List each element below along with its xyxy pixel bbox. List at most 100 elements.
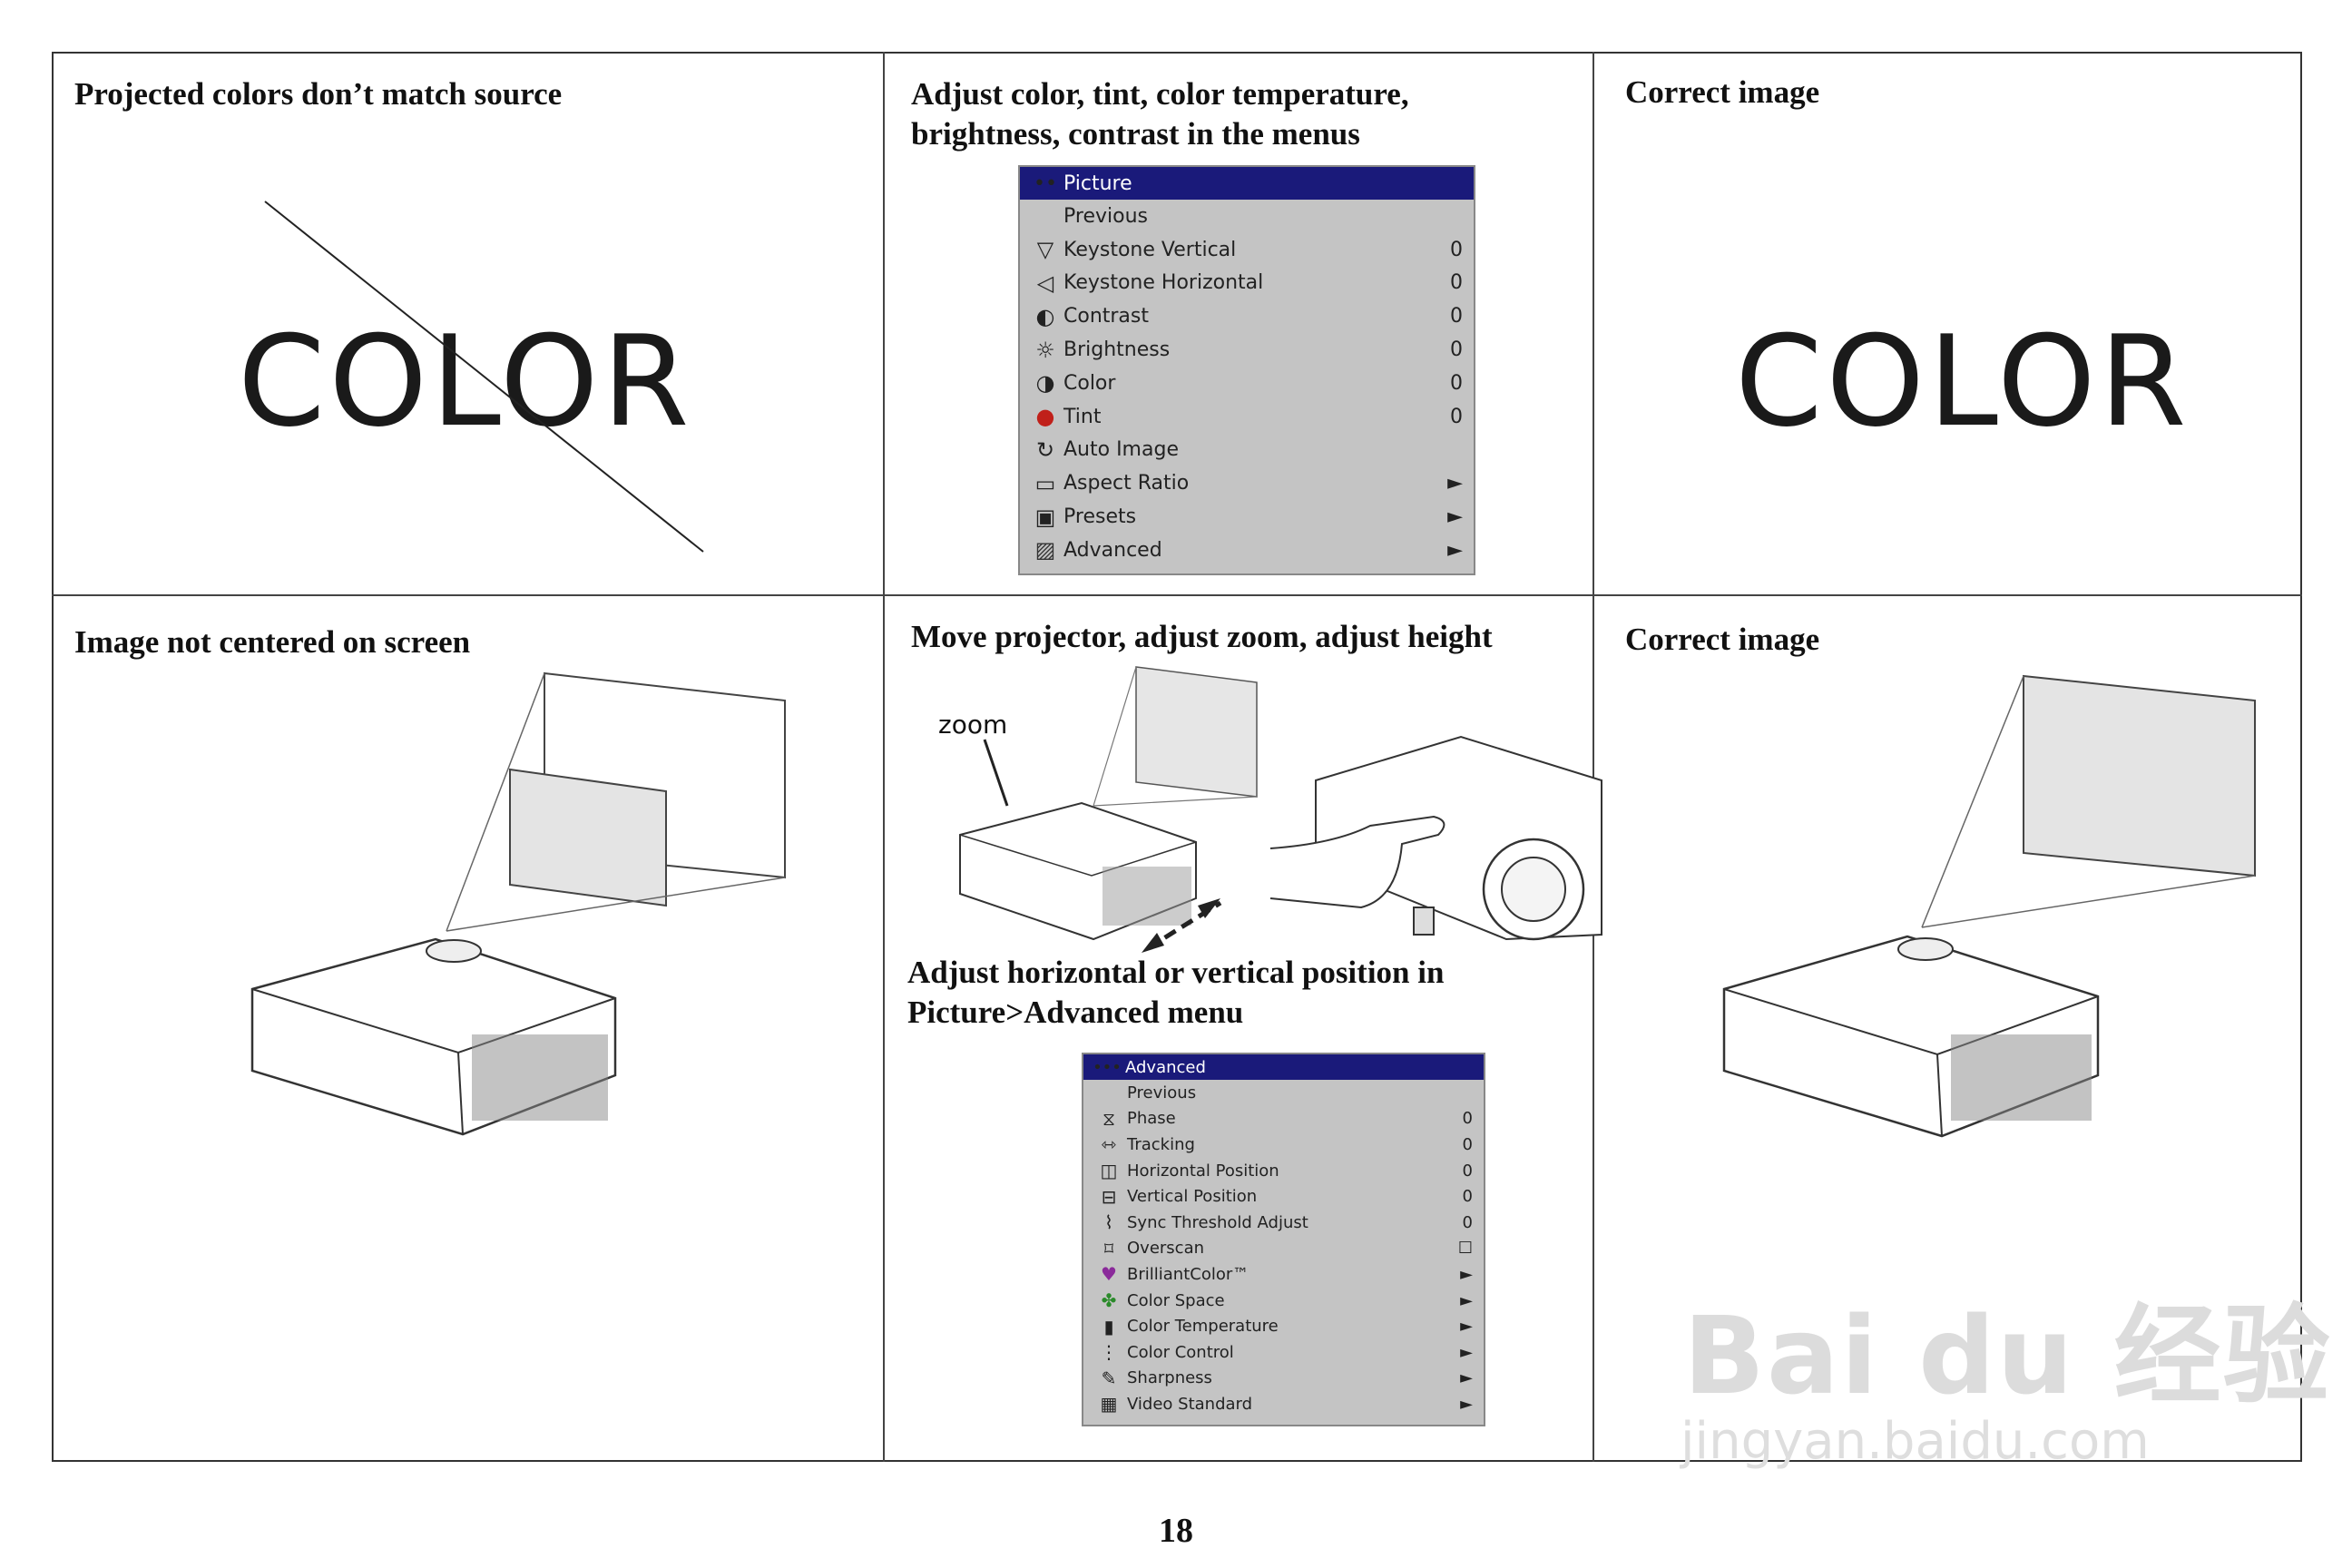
advanced-menu-item[interactable]: ▦Video Standard►: [1083, 1391, 1484, 1417]
advanced-menu-item-value: ►: [1460, 1342, 1473, 1362]
picture-menu-title: Picture: [1063, 172, 1132, 195]
advanced-menu-item[interactable]: Previous: [1083, 1080, 1484, 1106]
brilliantcolor-icon: ♥: [1101, 1263, 1117, 1286]
picture-menu-item-value: 0: [1450, 271, 1463, 295]
advanced-icon: ▨: [1034, 537, 1056, 564]
picture-menu-item-label: Color: [1063, 371, 1116, 395]
picture-menu-item-label: Brightness: [1063, 338, 1171, 362]
advanced-menu-item-label: Color Control: [1127, 1342, 1234, 1362]
color-space-icon: ✤: [1101, 1289, 1117, 1312]
vertical-position-icon: ⊟: [1101, 1185, 1117, 1208]
aspect-ratio-icon: ▭: [1034, 470, 1056, 496]
projector-icon: [1722, 935, 2100, 1138]
advanced-menu-item-label: Tracking: [1127, 1134, 1195, 1154]
watermark-brand: Bai du 经验: [1683, 1293, 2332, 1418]
advanced-menu-item[interactable]: ▮Color Temperature►: [1083, 1313, 1484, 1339]
advanced-menu-item-value: 0: [1462, 1187, 1473, 1207]
projector-icon: [959, 801, 1197, 941]
advanced-menu-item[interactable]: ⊟ Vertical Position 0: [1083, 1183, 1484, 1210]
sync-threshold-icon: ⌇: [1104, 1211, 1113, 1234]
phase-icon: ⧖: [1102, 1107, 1116, 1130]
heading-correct-image-1: Correct image: [1625, 74, 1820, 110]
advanced-menu-item-value: ►: [1460, 1290, 1473, 1310]
picture-menu-item[interactable]: ▽ Keystone Vertical 0: [1020, 233, 1474, 267]
advanced-menu-item-label: Video Standard: [1127, 1394, 1253, 1414]
advanced-menu-item-label: Color Space: [1127, 1290, 1225, 1310]
color-sample-wrong: COLOR: [238, 309, 693, 455]
heading-move-projector: Move projector, adjust zoom, adjust heig…: [911, 619, 1493, 654]
projector-icon: [250, 937, 617, 1136]
keystone-horizontal-icon: ◁: [1036, 270, 1054, 296]
picture-menu-item-label: Keystone Vertical: [1063, 238, 1237, 261]
advanced-menu-item-label: Overscan: [1127, 1239, 1205, 1259]
advanced-menu-item[interactable]: ⋮ Color Control ►: [1083, 1339, 1484, 1366]
advanced-menu-header[interactable]: ••• Advanced: [1083, 1054, 1484, 1080]
picture-menu-item-value: ►: [1447, 505, 1463, 529]
picture-menu-item[interactable]: ▭Aspect Ratio►: [1020, 466, 1474, 500]
advanced-menu-item-value: 0: [1462, 1161, 1473, 1181]
advanced-menu-item-value: ►: [1460, 1368, 1473, 1388]
picture-menu-item-label: Auto Image: [1063, 438, 1179, 462]
contrast-icon: ◐: [1035, 303, 1055, 329]
picture-menu-item-label: Advanced: [1063, 538, 1162, 562]
picture-menu-item-label: Keystone Horizontal: [1063, 271, 1264, 295]
keystone-vertical-icon: ▽: [1036, 237, 1054, 263]
color-temperature-icon: ▮: [1103, 1315, 1114, 1338]
picture-menu-item-value: 0: [1450, 338, 1463, 362]
table-frame: [52, 52, 2302, 1462]
advanced-menu-item-label: Vertical Position: [1127, 1187, 1258, 1207]
row-divider: [52, 594, 2302, 596]
advanced-menu-item-value: 0: [1462, 1212, 1473, 1232]
zoom-label: zoom: [938, 710, 1008, 740]
picture-menu-item-label: Previous: [1063, 204, 1148, 228]
advanced-menu-item[interactable]: ✎ Sharpness ►: [1083, 1366, 1484, 1392]
picture-menu-item[interactable]: Previous: [1020, 200, 1474, 233]
column-divider-1: [883, 52, 885, 1462]
color-icon: ◑: [1035, 370, 1055, 397]
advanced-menu-item[interactable]: ♥ BrilliantColor™ ►: [1083, 1261, 1484, 1288]
advanced-menu-item-label: Horizontal Position: [1127, 1161, 1279, 1181]
advanced-menu-item-value: ☐: [1457, 1239, 1473, 1259]
sharpness-icon: ✎: [1101, 1367, 1117, 1389]
overscan-icon: ⌑: [1103, 1237, 1114, 1259]
heading-correct-image-2: Correct image: [1625, 622, 1820, 657]
color-control-icon: ⋮: [1100, 1341, 1118, 1364]
advanced-menu-item[interactable]: ⌑ Overscan ☐: [1083, 1236, 1484, 1262]
dots-icon: ••: [1034, 172, 1057, 195]
advanced-menu-item-value: ►: [1460, 1264, 1473, 1284]
heading-colors-mismatch: Projected colors don’t match source: [74, 76, 563, 112]
picture-menu-item[interactable]: ▨Advanced►: [1020, 534, 1474, 567]
picture-menu-item-value: 0: [1450, 405, 1463, 428]
advanced-menu-item-label: Sharpness: [1127, 1368, 1212, 1388]
presets-icon: ▣: [1034, 504, 1056, 530]
hand-adjusting-projector-icon: [1269, 735, 1602, 941]
advanced-menu-item[interactable]: ✤ Color Space ►: [1083, 1288, 1484, 1314]
advanced-menu-title: Advanced: [1125, 1057, 1206, 1077]
advanced-menu-item-label: BrilliantColor™: [1127, 1264, 1250, 1284]
picture-menu-header[interactable]: •• Picture: [1020, 167, 1474, 200]
picture-menu-item[interactable]: ▣Presets►: [1020, 500, 1474, 534]
color-sample-correct: COLOR: [1735, 309, 2190, 455]
picture-menu-item[interactable]: ↻Auto Image: [1020, 434, 1474, 467]
picture-menu-item-value: 0: [1450, 238, 1463, 261]
advanced-menu-item-label: Phase: [1127, 1109, 1176, 1129]
picture-menu-item[interactable]: ◁ Keystone Horizontal 0: [1020, 267, 1474, 300]
page-number: 18: [1159, 1512, 1193, 1550]
heading-not-centered: Image not centered on screen: [74, 624, 471, 660]
picture-menu-item-label: Aspect Ratio: [1063, 472, 1190, 495]
heading-adjust-color: Adjust color, tint, color temperature, b…: [911, 76, 1409, 152]
watermark-url: jingyan.baidu.com: [1681, 1412, 2150, 1471]
